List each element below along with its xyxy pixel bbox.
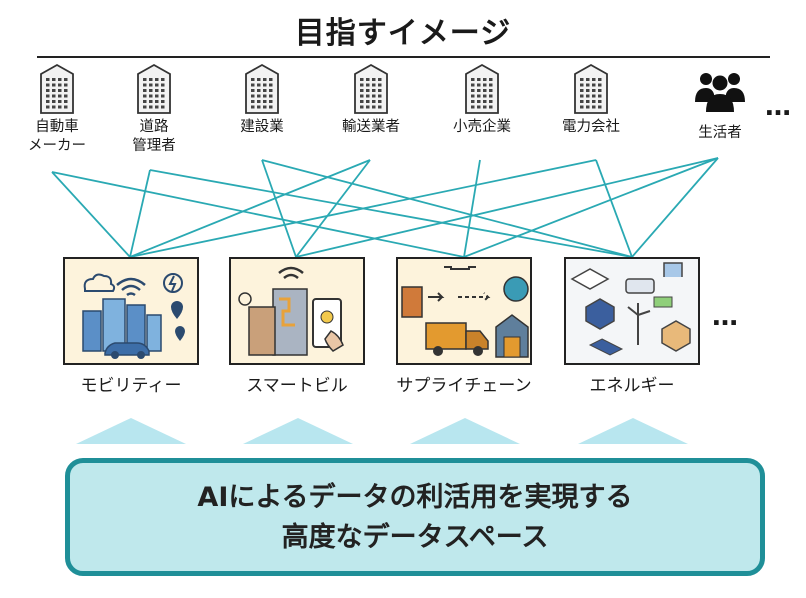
stakeholder-retail: 小売企業 (427, 62, 537, 137)
stakeholder-label: 小売企業 (453, 119, 511, 135)
connection-line (149, 169, 633, 258)
page-title: 目指すイメージ (294, 16, 512, 51)
connection-line (631, 157, 719, 258)
stakeholder-label: 建設業 (240, 119, 284, 135)
stakeholder-label: 道路 管理者 (132, 119, 176, 154)
building-icon (40, 63, 74, 114)
more-domains-ellipsis: … (712, 302, 740, 332)
stakeholder-label: 生活者 (698, 125, 742, 141)
stakeholder-construction: 建設業 (207, 62, 317, 137)
stakeholder-power-company: 電力会社 (536, 62, 646, 137)
data-space-line2: 高度なデータスペース (281, 522, 549, 553)
arrow-up-triangle (410, 418, 520, 444)
more-stakeholders-ellipsis: … (765, 92, 793, 122)
building-icon (245, 63, 279, 114)
domain-label-mobility: モビリティー (80, 376, 182, 396)
arrow-up-triangle (76, 418, 186, 444)
connection-line (463, 157, 719, 258)
connection-line (51, 171, 131, 258)
title-divider (37, 56, 770, 58)
building-icon (465, 63, 499, 114)
stakeholder-automaker: 自動車 メーカー (2, 62, 112, 156)
connection-line (129, 169, 151, 258)
arrow-up-triangle (243, 418, 353, 444)
supply-chain-illustration (396, 257, 532, 365)
data-space-line1: AIによるデータの利活用を実現する (197, 482, 633, 513)
data-space-box: AIによるデータの利活用を実現する 高度なデータスペース (65, 458, 765, 576)
stakeholder-label: 自動車 メーカー (28, 119, 86, 154)
stakeholder-transport: 輸送業者 (316, 62, 426, 137)
arrow-up-triangle (578, 418, 688, 444)
building-icon (354, 63, 388, 114)
connection-line (129, 159, 597, 258)
energy-illustration (564, 257, 700, 365)
connection-line (129, 159, 371, 258)
people-icon (695, 73, 745, 112)
stakeholder-road-administrator: 道路 管理者 (99, 62, 209, 156)
connection-line (261, 159, 633, 258)
stakeholder-consumer: 生活者 (665, 68, 775, 143)
connection-line (463, 159, 481, 258)
connection-line (595, 159, 633, 258)
stakeholder-label: 輸送業者 (342, 119, 400, 135)
mobility-illustration (63, 257, 199, 365)
domain-label-supply-chain: サプライチェーン (396, 376, 532, 396)
connection-line (295, 157, 719, 258)
building-icon (574, 63, 608, 114)
stakeholder-label: 電力会社 (562, 119, 620, 135)
connection-line (261, 159, 297, 258)
connection-line (295, 159, 371, 258)
connection-line (51, 171, 465, 258)
smart-building-illustration (229, 257, 365, 365)
building-icon (137, 63, 171, 114)
domain-label-energy: エネルギー (589, 376, 675, 396)
domain-label-smart-building: スマートビル (246, 376, 348, 396)
